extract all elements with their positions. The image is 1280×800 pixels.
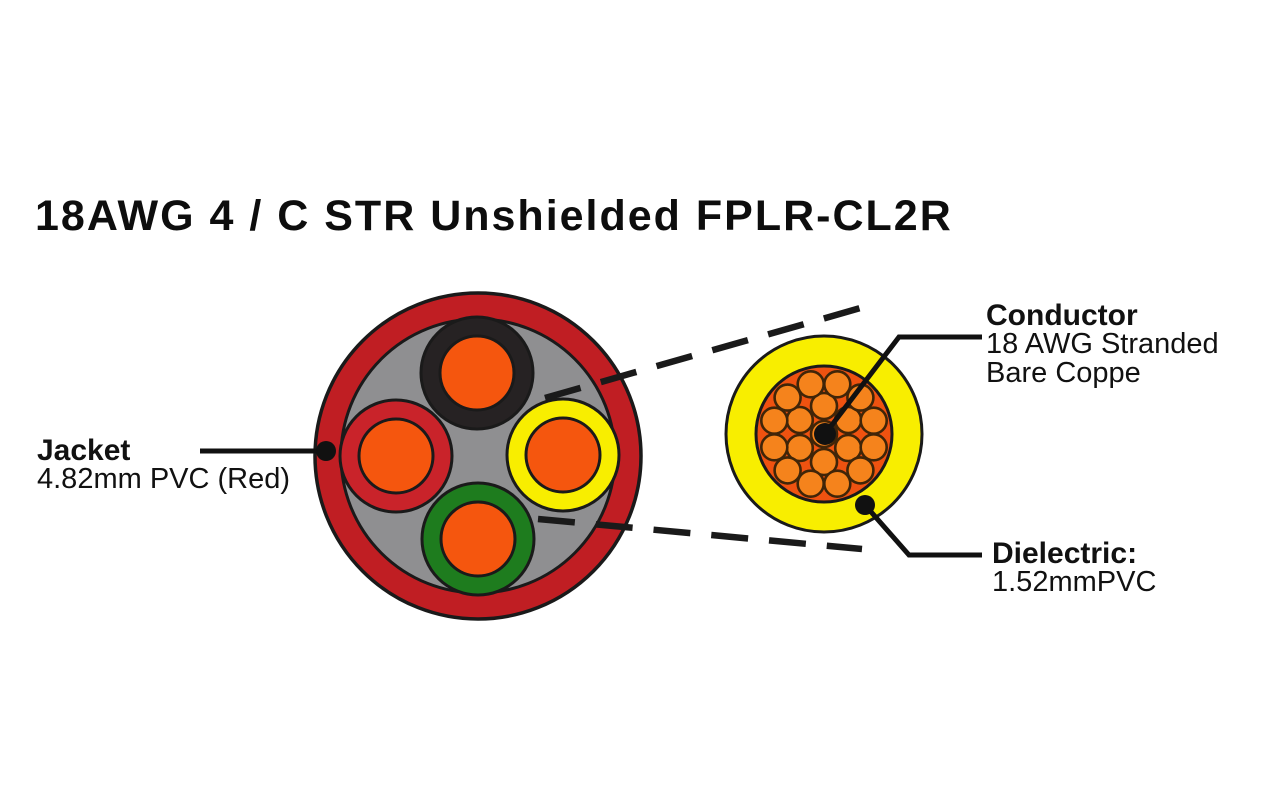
jacket-label: Jacket 4.82mm PVC (Red): [37, 436, 290, 494]
conductor-bottom-green: [420, 481, 536, 597]
conductor-core: [439, 500, 517, 578]
jacket-leader-dot: [316, 441, 336, 461]
dielectric-leader-dot: [855, 495, 875, 515]
copper-strand: [796, 469, 826, 499]
copper-strand: [822, 369, 852, 399]
dielectric-leader-line: [863, 503, 982, 558]
conductor-left-red: [338, 398, 454, 514]
conductor-leader: [814, 334, 982, 445]
dielectric-label-title: Dielectric:: [992, 537, 1138, 570]
conductor-core: [357, 417, 435, 495]
dielectric-label-subtitle: 1.52mmPVC: [992, 566, 1157, 598]
copper-strand: [859, 432, 889, 462]
dielectric-label: Dielectric: 1.52mmPVC: [992, 539, 1156, 597]
jacket-leader: [200, 441, 336, 461]
copper-strand: [859, 406, 889, 436]
conductor-label-title: Conductor: [986, 299, 1138, 332]
conductor-core: [524, 416, 602, 494]
conductor-top-black: [419, 315, 535, 431]
copper-strand: [846, 456, 875, 485]
cable-cross-section: [313, 291, 643, 621]
conductor-label-subtitle2: Bare Coppe: [986, 357, 1141, 389]
conductor-core: [438, 334, 516, 412]
conductor-leader-line: [823, 334, 982, 436]
conductor-leader-dot: [814, 423, 836, 445]
conductor-right-yellow: [505, 397, 621, 513]
jacket-label-title: Jacket: [37, 434, 131, 467]
copper-strand: [809, 447, 839, 477]
copper-strand: [809, 391, 839, 421]
copper-strand: [822, 469, 852, 499]
copper-strand: [773, 456, 802, 485]
copper-strands: [759, 369, 889, 499]
page-title: 18AWG 4 / C STR Unshielded FPLR-CL2R: [35, 192, 953, 240]
copper-strand: [773, 383, 802, 412]
conductor-label: Conductor 18 AWG Stranded Bare Coppe: [986, 301, 1219, 388]
jacket-label-subtitle: 4.82mm PVC (Red): [37, 463, 291, 495]
conductor-label-subtitle1: 18 AWG Stranded: [986, 328, 1219, 360]
dielectric-leader: [855, 495, 982, 558]
copper-strand: [759, 432, 789, 462]
copper-strand: [796, 369, 826, 399]
copper-strand: [759, 406, 789, 436]
